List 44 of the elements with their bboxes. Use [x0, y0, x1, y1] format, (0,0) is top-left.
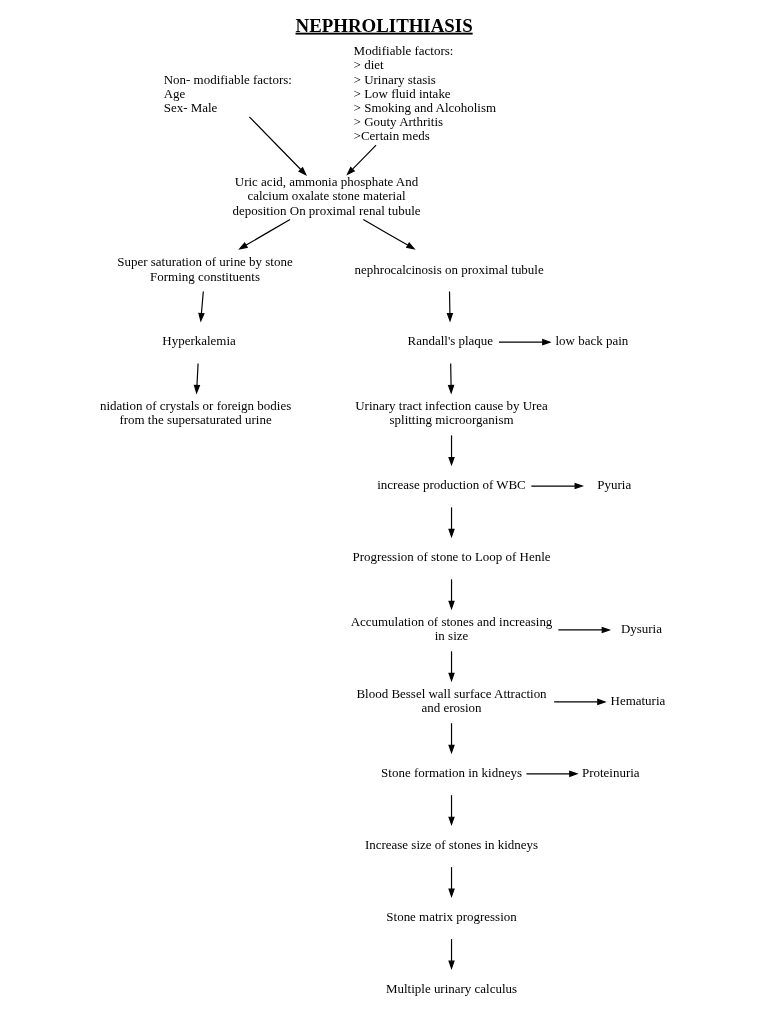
node-text: Urinary tract infection cause by Urea splitting microorganism: [355, 398, 548, 428]
node-text: Stone matrix progression: [386, 909, 517, 925]
node-text: Randall's plaque: [407, 333, 494, 349]
arrow: [553, 698, 607, 706]
arrow: [498, 338, 552, 346]
node-text: low back pain: [555, 333, 629, 349]
node-text: Accumulation of stones and increasing in size: [350, 614, 553, 644]
node-text: Dysuria: [620, 621, 662, 637]
arrow: [346, 144, 377, 176]
arrow: [447, 362, 455, 395]
arrow: [448, 650, 455, 683]
arrow: [446, 290, 454, 323]
arrow: [557, 626, 612, 634]
node-text: Uric acid, ammonia phosphate And calcium oxalate stone material deposition On proximal renal tubule: [232, 174, 421, 218]
arrow: [198, 290, 205, 323]
arrow: [193, 362, 201, 395]
arrow: [530, 482, 584, 490]
node-text: Modifiable factors: > diet > Urinary stasis > Low fluid intake > Smoking and Alcoholism > Gouty Arthritis >Certain meds: [353, 43, 497, 144]
arrow: [248, 116, 307, 176]
diagram-title: NEPHROLITHIASIS: [295, 14, 473, 36]
node-text: Increase size of stones in kidneys: [364, 837, 539, 853]
arrow: [448, 434, 455, 467]
arrow: [448, 794, 455, 827]
arrow: [362, 218, 416, 250]
node-text: Hyperkalemia: [162, 333, 236, 349]
node-text: Super saturation of urine by stone Forming constituents: [117, 254, 293, 284]
arrow: [448, 506, 455, 539]
node-text: Pyuria: [597, 477, 632, 493]
node-text: Hematuria: [610, 693, 666, 709]
node-text: Blood Bessel wall surface Attraction and erosion: [356, 686, 547, 716]
node-text: Progression of stone to Loop of Henle: [352, 549, 551, 565]
node-text: nidation of crystals or foreign bodies from the supersaturated urine: [99, 398, 292, 428]
node-text: Proteinuria: [581, 765, 640, 781]
arrow: [238, 218, 291, 250]
node-text: Stone formation in kidneys: [381, 765, 522, 781]
arrow: [448, 722, 455, 755]
node-text: nephrocalcinosis on proximal tubule: [354, 261, 544, 277]
node-text: increase production of WBC: [377, 477, 526, 493]
arrow: [448, 866, 455, 899]
node-text: Non- modifiable factors: Age Sex- Male: [163, 71, 292, 115]
node-text: Multiple urinary calculus: [385, 981, 518, 997]
arrow: [448, 938, 455, 970]
arrow: [448, 578, 455, 611]
arrow: [525, 770, 579, 778]
